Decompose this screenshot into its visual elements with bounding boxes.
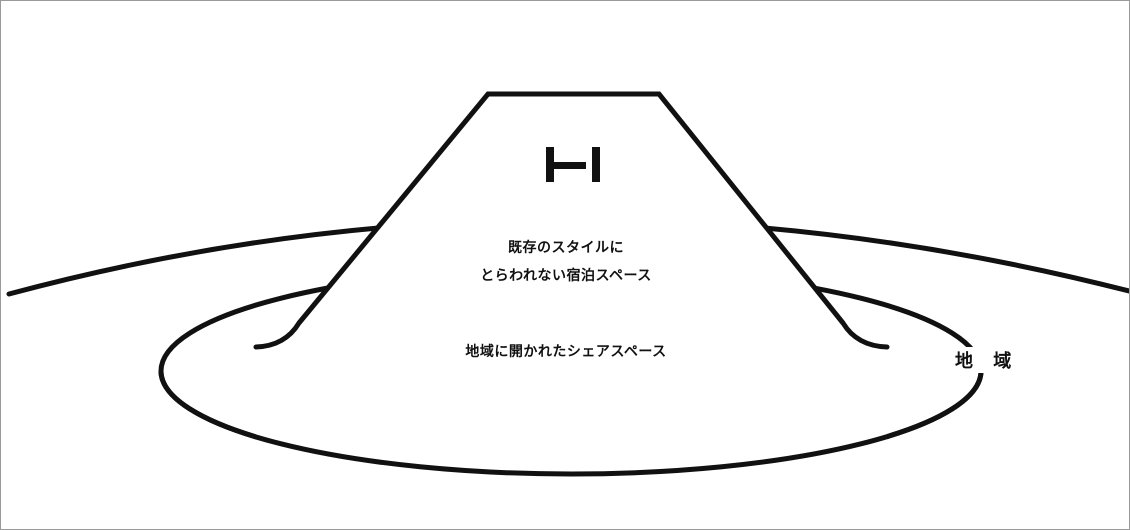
mountain-shape <box>256 94 887 521</box>
concept-line-1: 既存のスタイルに <box>508 240 624 256</box>
h-logo-icon <box>546 147 600 182</box>
shared-space-label: 地域に開かれたシェアスペース <box>465 344 667 360</box>
region-ellipse-front <box>158 370 984 477</box>
region-label: 地 域 <box>951 347 1021 373</box>
concept-line-2: とらわれない宿泊スペース <box>480 268 652 284</box>
mountain-outline <box>253 91 890 350</box>
concept-text: 既存のスタイルに とらわれない宿泊スペース <box>480 234 652 290</box>
